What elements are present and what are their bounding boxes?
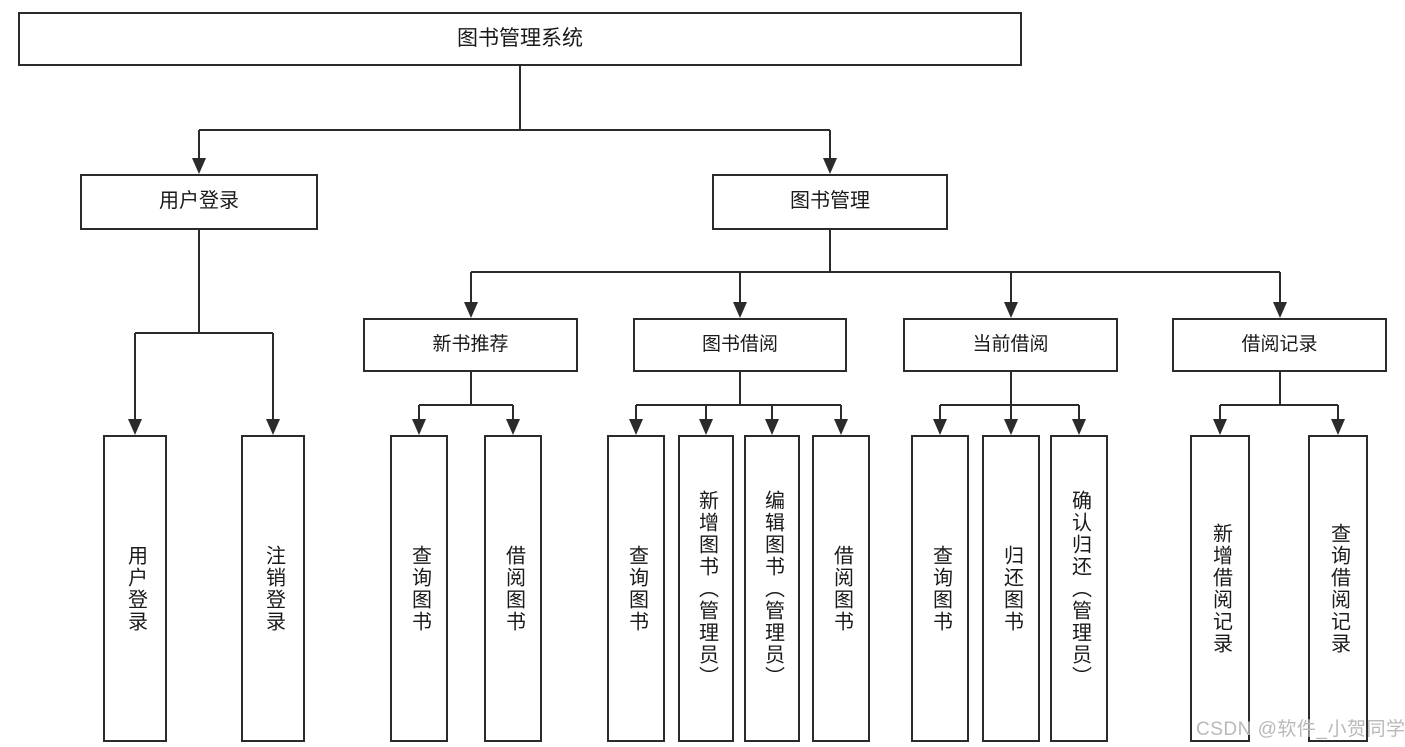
node-level2-2-label: 图书借阅 bbox=[701, 333, 778, 355]
connector-vertical bbox=[705, 405, 707, 419]
connector-vertical bbox=[1009, 372, 1012, 405]
connector-vertical bbox=[134, 333, 136, 419]
node-leaf-8[interactable]: 借阅图书 bbox=[812, 435, 870, 742]
node-level2-1-label: 新书推荐 bbox=[432, 333, 509, 355]
watermark-text: CSDN @软件_小贺同学 bbox=[1196, 719, 1405, 740]
node-leaf-12-label: 新增借阅记录 bbox=[1209, 522, 1232, 655]
node-leaf-5-label: 查询图书 bbox=[625, 544, 648, 633]
connector-vertical bbox=[635, 405, 637, 419]
node-leaf-2-label: 注销登录 bbox=[262, 544, 285, 633]
node-level1-2-label: 图书管理 bbox=[790, 190, 870, 213]
arrow-head-icon bbox=[834, 419, 848, 435]
arrow-head-icon bbox=[1331, 419, 1345, 435]
node-leaf-4-label: 借阅图书 bbox=[502, 544, 525, 633]
arrow-head-icon bbox=[733, 302, 747, 318]
connector-horizontal bbox=[419, 404, 513, 406]
connector-horizontal bbox=[940, 404, 1079, 406]
arrow-head-icon bbox=[699, 419, 713, 435]
node-leaf-11[interactable]: 确认归还（管理员） bbox=[1050, 435, 1108, 742]
connector-vertical bbox=[1078, 405, 1080, 419]
arrow-head-icon bbox=[765, 419, 779, 435]
node-leaf-12[interactable]: 新增借阅记录 bbox=[1190, 435, 1250, 742]
node-leaf-13[interactable]: 查询借阅记录 bbox=[1308, 435, 1368, 742]
connector-horizontal bbox=[470, 271, 1280, 273]
connector-vertical bbox=[739, 272, 741, 302]
arrow-head-icon bbox=[266, 419, 280, 435]
node-leaf-13-label: 查询借阅记录 bbox=[1327, 522, 1350, 655]
node-leaf-6-label: 新增图书（管理员） bbox=[695, 489, 718, 688]
node-level1-2[interactable]: 图书管理 bbox=[712, 174, 948, 230]
connector-vertical bbox=[469, 372, 472, 405]
node-leaf-3[interactable]: 查询图书 bbox=[390, 435, 448, 742]
arrow-head-icon bbox=[629, 419, 643, 435]
arrow-head-icon bbox=[128, 419, 142, 435]
connector-vertical bbox=[198, 230, 200, 333]
node-leaf-8-label: 借阅图书 bbox=[830, 544, 853, 633]
arrow-head-icon bbox=[463, 302, 478, 318]
connector-vertical bbox=[418, 405, 420, 419]
connector-vertical bbox=[939, 405, 941, 419]
node-leaf-7-label: 编辑图书（管理员） bbox=[761, 489, 784, 688]
arrow-head-icon bbox=[1004, 419, 1018, 435]
node-leaf-10-label: 归还图书 bbox=[1000, 544, 1023, 633]
connector-vertical bbox=[519, 66, 521, 130]
node-level2-4[interactable]: 借阅记录 bbox=[1172, 318, 1387, 372]
connector-vertical bbox=[198, 130, 200, 158]
connector-horizontal bbox=[199, 129, 830, 131]
node-root-label: 图书管理系统 bbox=[457, 26, 583, 50]
node-root[interactable]: 图书管理系统 bbox=[18, 12, 1022, 66]
node-level1-1[interactable]: 用户登录 bbox=[80, 174, 318, 230]
arrow-head-icon bbox=[1072, 419, 1086, 435]
connector-vertical bbox=[272, 333, 274, 419]
connector-vertical bbox=[1278, 272, 1281, 302]
node-level2-4-label: 借阅记录 bbox=[1241, 333, 1318, 355]
connector-vertical bbox=[1219, 405, 1221, 419]
connector-vertical bbox=[469, 272, 472, 302]
node-leaf-1-label: 用户登录 bbox=[124, 544, 147, 633]
node-level2-2[interactable]: 图书借阅 bbox=[633, 318, 847, 372]
arrow-head-icon bbox=[823, 158, 837, 174]
connector-vertical bbox=[840, 405, 842, 419]
connector-horizontal bbox=[135, 332, 273, 334]
node-leaf-5[interactable]: 查询图书 bbox=[607, 435, 665, 742]
node-leaf-11-label: 确认归还（管理员） bbox=[1068, 489, 1091, 688]
node-leaf-4[interactable]: 借阅图书 bbox=[484, 435, 542, 742]
node-leaf-7[interactable]: 编辑图书（管理员） bbox=[744, 435, 800, 742]
node-level2-3[interactable]: 当前借阅 bbox=[903, 318, 1118, 372]
connector-vertical bbox=[771, 405, 773, 419]
node-leaf-10[interactable]: 归还图书 bbox=[982, 435, 1040, 742]
connector-vertical bbox=[1337, 405, 1339, 419]
node-leaf-9-label: 查询图书 bbox=[929, 544, 952, 633]
node-level1-1-label: 用户登录 bbox=[159, 190, 239, 213]
connector-vertical bbox=[1009, 272, 1012, 302]
node-leaf-1[interactable]: 用户登录 bbox=[103, 435, 167, 742]
arrow-head-icon bbox=[412, 419, 426, 435]
arrow-head-icon bbox=[933, 419, 947, 435]
node-leaf-6[interactable]: 新增图书（管理员） bbox=[678, 435, 734, 742]
connector-horizontal bbox=[636, 404, 841, 406]
arrow-head-icon bbox=[1003, 302, 1018, 318]
connector-vertical bbox=[739, 372, 741, 405]
node-level2-3-label: 当前借阅 bbox=[972, 333, 1049, 355]
node-leaf-9[interactable]: 查询图书 bbox=[911, 435, 969, 742]
connector-vertical bbox=[512, 405, 514, 419]
arrow-head-icon bbox=[192, 158, 206, 174]
connector-vertical bbox=[829, 130, 831, 158]
connector-horizontal bbox=[1220, 404, 1338, 406]
node-leaf-2[interactable]: 注销登录 bbox=[241, 435, 305, 742]
arrow-head-icon bbox=[506, 419, 520, 435]
node-level2-1[interactable]: 新书推荐 bbox=[363, 318, 578, 372]
arrow-head-icon bbox=[1272, 302, 1287, 318]
connector-vertical bbox=[1010, 405, 1012, 419]
node-leaf-3-label: 查询图书 bbox=[408, 544, 431, 633]
arrow-head-icon bbox=[1213, 419, 1227, 435]
connector-vertical bbox=[829, 230, 831, 272]
connector-vertical bbox=[1278, 372, 1281, 405]
